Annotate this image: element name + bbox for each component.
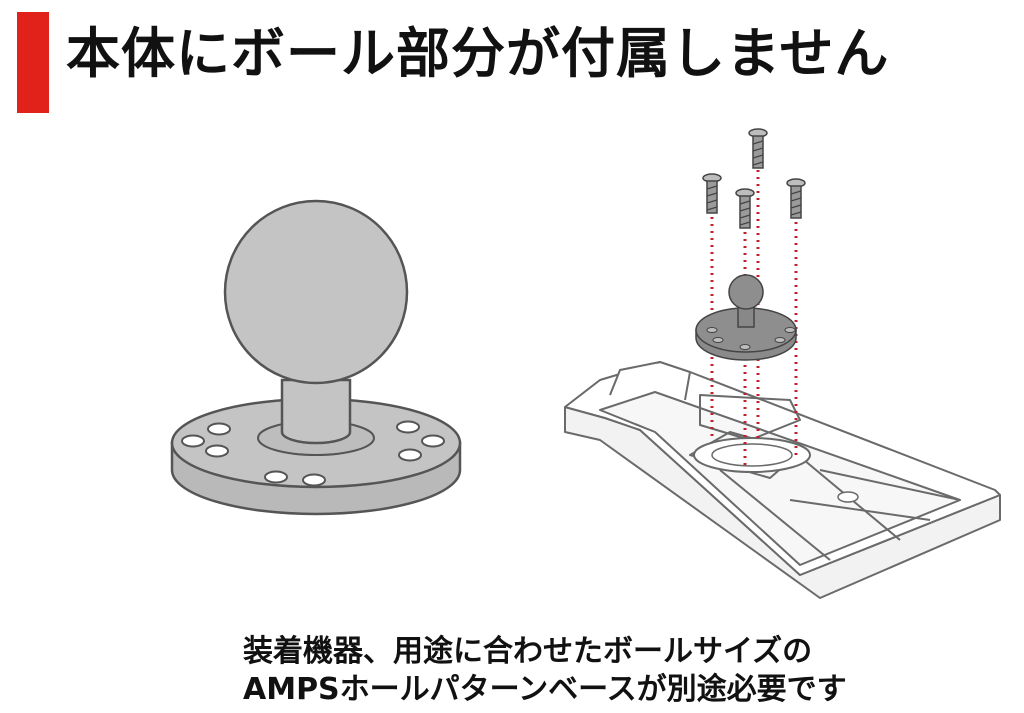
caption: 装着機器、用途に合わせたボールサイズの AMPSホールパターンベースが別途必要で… [243,633,847,709]
accent-bar [17,12,49,113]
tray-assembly-illustration [564,128,1001,599]
ball-mount-illustration [170,199,462,516]
page-title: 本体にボール部分が付属しません [66,22,890,85]
caption-line-2: AMPSホールパターンベースが別途必要です [243,672,847,707]
caption-line-1: 装着機器、用途に合わせたボールサイズの [243,634,813,669]
